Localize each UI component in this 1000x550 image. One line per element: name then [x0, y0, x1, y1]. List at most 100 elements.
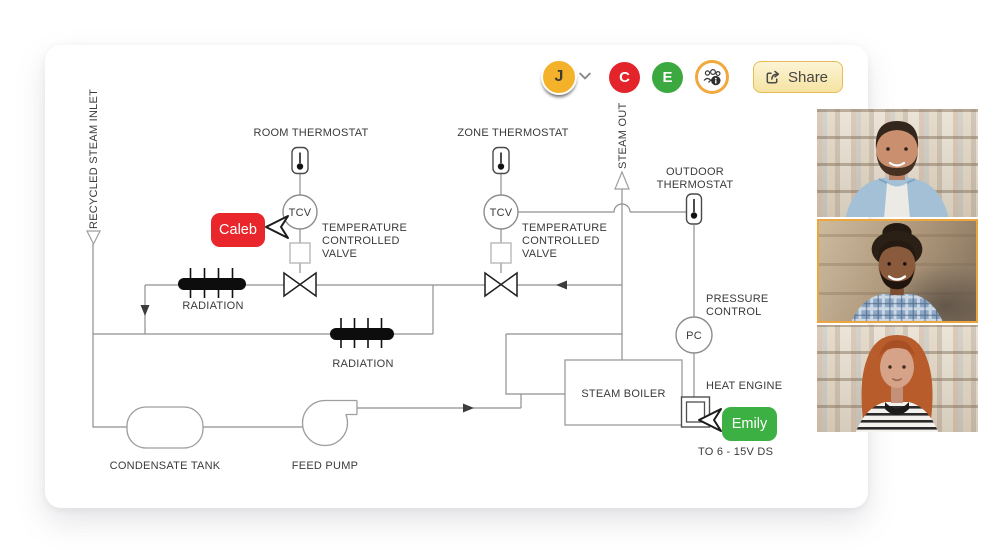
- valve-right-wing: [499, 271, 518, 298]
- face: [880, 346, 914, 388]
- share-arrowhead: [774, 70, 780, 77]
- boiler-box: [564, 359, 683, 426]
- smile: [887, 275, 907, 281]
- collar: [878, 178, 916, 184]
- eye: [903, 262, 907, 266]
- people-info-icon[interactable]: [695, 60, 729, 94]
- participant-video-1[interactable]: [817, 109, 978, 217]
- cursor-arrow-caleb: [265, 215, 289, 239]
- pressure-control-symbol[interactable]: PC PRESSURE CONTROL: [675, 293, 769, 354]
- avatar-initial: C: [619, 69, 630, 86]
- steam-boiler-symbol[interactable]: STEAM BOILER: [564, 359, 683, 426]
- avatar-e[interactable]: E: [652, 62, 683, 93]
- flow-arrow-down: [140, 305, 150, 316]
- radiation-symbol-2[interactable]: RADIATION: [330, 318, 394, 370]
- tcv-text: TCV: [289, 207, 312, 219]
- cursor-arrow-emily: [698, 408, 722, 432]
- avatar-j[interactable]: J: [541, 59, 577, 95]
- share-curve: [771, 72, 779, 80]
- outdoor-label-2: THERMOSTAT: [657, 179, 734, 191]
- tcv-text: TCV: [490, 207, 513, 219]
- participant-video-2-active[interactable]: [817, 219, 978, 323]
- pc-text: PC: [686, 330, 702, 342]
- radiator-body: [330, 328, 394, 340]
- feed-pump-symbol[interactable]: FEED PUMP: [292, 399, 358, 472]
- steam-out-marker[interactable]: STEAM OUT: [614, 103, 630, 190]
- actuator-square: [490, 242, 512, 264]
- steam-boiler-label: STEAM BOILER: [581, 388, 665, 400]
- tcv1-caption-3: VALVE: [322, 248, 357, 260]
- recycled-steam-inlet-marker[interactable]: RECYCLED STEAM INLET: [86, 89, 101, 246]
- beard: [876, 151, 918, 176]
- radiator-body: [178, 278, 246, 290]
- feed-pump-label: FEED PUMP: [292, 460, 358, 472]
- steam-out-label: STEAM OUT: [617, 103, 629, 169]
- face: [876, 125, 918, 173]
- flow-arrow-right: [463, 403, 474, 413]
- avatar-c[interactable]: C: [609, 62, 640, 93]
- face: [878, 244, 916, 288]
- pc-circle: [675, 316, 713, 354]
- pressure-label-2: CONTROL: [706, 306, 762, 318]
- info-dot: [714, 77, 717, 80]
- people-glyph: [703, 68, 721, 86]
- pipe-pump-discharge: [357, 394, 522, 409]
- mouth: [892, 378, 902, 382]
- participant-1-illustration: [845, 121, 949, 217]
- pump-tab: [325, 399, 358, 416]
- cursor-arrow-shape: [698, 408, 722, 432]
- room-thermostat-symbol[interactable]: ROOM THERMOSTAT: [254, 127, 369, 175]
- cursor-label-caleb: Caleb: [211, 213, 265, 247]
- valve-right-wing: [298, 271, 317, 298]
- pump-tab-mask: [325, 399, 357, 415]
- avatar-initial: J: [554, 68, 564, 85]
- chevron-down-icon[interactable]: [579, 72, 591, 80]
- flow-arrow-left: [556, 280, 567, 290]
- cursor-arrow-shape: [265, 215, 289, 239]
- heat-engine-inner: [685, 401, 706, 423]
- steam-out-triangle: [614, 170, 630, 190]
- recycled-steam-inlet-label: RECYCLED STEAM INLET: [88, 89, 100, 229]
- person-head: [710, 68, 717, 76]
- hair-front: [878, 240, 916, 261]
- tank-body: [126, 406, 204, 449]
- radiation-symbol-1[interactable]: RADIATION: [178, 268, 246, 312]
- tcv2-symbol[interactable]: TCV TEMPERATURE CONTROLLED VALVE: [483, 194, 607, 298]
- eye: [886, 147, 890, 151]
- outdoor-label-1: OUTDOOR: [666, 166, 724, 178]
- condensate-tank-label: CONDENSATE TANK: [110, 460, 221, 472]
- eye: [902, 365, 906, 369]
- shirt: [851, 294, 943, 321]
- tcv2-caption-3: VALVE: [522, 248, 557, 260]
- radiation-label-1: RADIATION: [182, 300, 243, 312]
- share-button[interactable]: Share: [753, 61, 844, 93]
- tcv1-caption-2: CONTROLLED: [322, 235, 400, 247]
- person-body: [703, 77, 712, 81]
- thermostat-bulb: [296, 163, 304, 170]
- outdoor-thermostat-symbol[interactable]: OUTDOOR THERMOSTAT: [657, 166, 734, 225]
- avatar-initial: E: [662, 69, 673, 86]
- tcv1-symbol[interactable]: TCV TEMPERATURE CONTROLLED VALVE: [282, 194, 407, 298]
- beard: [879, 267, 915, 290]
- share-box: [766, 71, 778, 83]
- eye: [904, 147, 908, 151]
- zone-thermostat-label: ZONE THERMOSTAT: [457, 127, 568, 139]
- person-head: [715, 70, 721, 76]
- tcv1-caption-1: TEMPERATURE: [322, 222, 407, 234]
- pipe-inlet: [92, 244, 127, 428]
- room-thermostat-label: ROOM THERMOSTAT: [254, 127, 369, 139]
- pipe-network: [92, 173, 695, 432]
- zone-thermostat-symbol[interactable]: ZONE THERMOSTAT: [457, 127, 568, 175]
- participant-video-3[interactable]: [817, 325, 978, 432]
- cursor-name: Emily: [731, 416, 768, 432]
- valve-left-wing: [283, 271, 302, 298]
- info-bar: [715, 80, 717, 84]
- condensate-tank-symbol[interactable]: CONDENSATE TANK: [110, 406, 221, 472]
- participant-3-illustration: [855, 335, 939, 432]
- actuator-square: [289, 242, 311, 264]
- heat-engine-note: TO 6 - 15V DS: [698, 446, 773, 458]
- chevron-stroke: [579, 72, 591, 80]
- heat-engine-symbol[interactable]: HEAT ENGINE TO 6 - 15V DS: [680, 380, 783, 458]
- tcv2-caption-2: CONTROLLED: [522, 235, 600, 247]
